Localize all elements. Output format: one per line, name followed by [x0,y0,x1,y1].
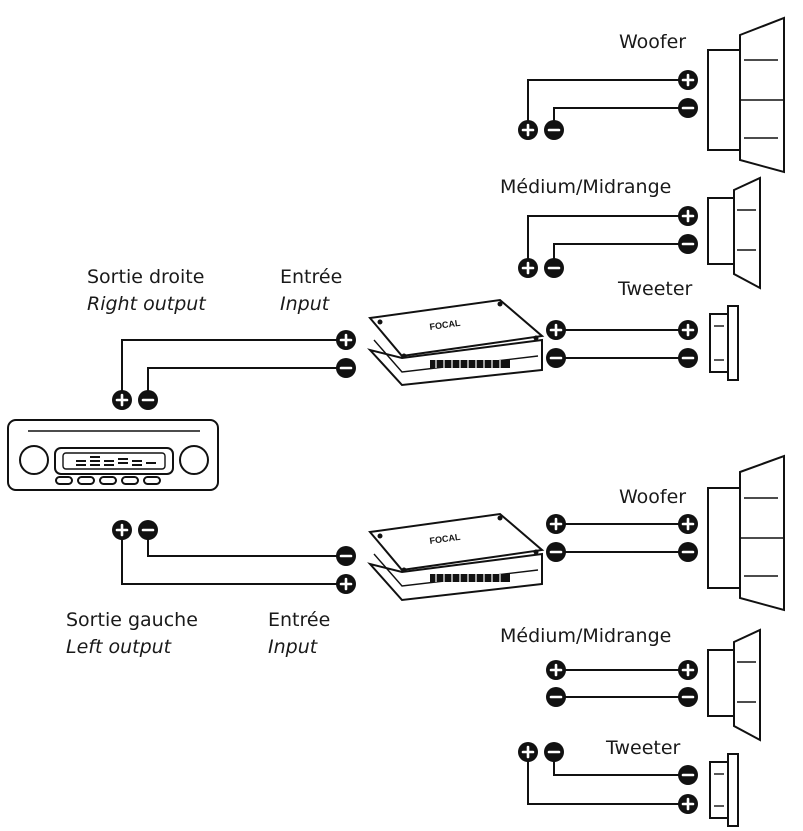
left-output-plus-terminal-icon [112,520,132,540]
sortie-gauche-label: Sortie gauche [66,609,198,631]
head-unit [7,419,219,491]
tweeter-bottom-label: Tweeter [606,737,681,759]
input-bottom-label: Input [268,636,318,658]
woofer-top-amp-minus-terminal-icon [544,120,564,140]
woofer-top-plus-terminal-icon [678,70,698,90]
woofer-top-label: Woofer [619,31,687,53]
mid-top-amp-minus-terminal-icon [544,258,564,278]
woofer-bot-minus-terminal-icon [678,542,698,562]
wire-mid-top-minus [553,243,688,268]
amplifier-bottom-logo: FOCAL [429,532,462,546]
midrange-top-label: Médium/Midrange [500,176,672,198]
amp-bottom-input-plus-terminal-icon [336,574,356,594]
amp-bottom-input-minus-terminal-icon [336,546,356,566]
tweeter-top-amp-minus-terminal-icon [546,348,566,368]
amplifier-top-logo: FOCAL [429,318,462,332]
mid-top-amp-plus-terminal-icon [518,258,538,278]
woofer-bottom-label: Woofer [619,486,687,508]
sortie-droite-label: Sortie droite [87,266,205,288]
woofer-top-amp-plus-terminal-icon [518,120,538,140]
left-output-label: Left output [66,636,172,658]
tweeter-bot-minus-terminal-icon [678,765,698,785]
wire-left-minus [147,530,346,557]
right-output-minus-terminal-icon [138,390,158,410]
midrange-bottom-label: Médium/Midrange [500,625,672,647]
wires-bottom [121,523,688,805]
left-output-minus-terminal-icon [138,520,158,540]
tweeter-top-plus-terminal-icon [678,320,698,340]
wire-left-plus [121,530,346,585]
amp-top-input-plus-terminal-icon [336,330,356,350]
mid-top-minus-terminal-icon [678,234,698,254]
midrange-bottom-speaker [707,628,761,742]
tweeter-bot-plus-terminal-icon [678,794,698,814]
wire-right-minus [147,367,346,400]
input-top-label: Input [280,293,330,315]
woofer-bottom-speaker [707,454,785,612]
head-unit-eq-bars [76,456,156,466]
amp-top-input-minus-terminal-icon [336,358,356,378]
wire-tweeter-bot-plus [527,752,688,805]
entree-bottom-label: Entrée [268,609,331,631]
tweeter-top-label: Tweeter [618,278,693,300]
right-output-label: Right output [87,293,206,315]
tweeter-bot-amp-plus-terminal-icon [518,742,538,762]
mid-top-plus-terminal-icon [678,206,698,226]
amplifier-top: FOCAL [367,298,545,387]
woofer-bot-amp-minus-terminal-icon [546,542,566,562]
wire-woofer-top-plus [527,79,688,130]
wire-mid-top-plus [527,215,688,268]
woofer-bot-amp-plus-terminal-icon [546,514,566,534]
tweeter-top-minus-terminal-icon [678,348,698,368]
head-unit-buttons [55,476,161,485]
amplifier-bottom: FOCAL [367,512,545,602]
woofer-top-speaker [707,16,785,174]
woofer-bot-plus-terminal-icon [678,514,698,534]
entree-top-label: Entrée [280,266,343,288]
tweeter-top-speaker [709,305,739,381]
tweeter-bottom-speaker [709,753,739,827]
right-output-plus-terminal-icon [112,390,132,410]
mid-bot-amp-plus-terminal-icon [546,660,566,680]
midrange-top-speaker [707,176,761,290]
wire-woofer-top-minus [553,107,688,130]
mid-bot-plus-terminal-icon [678,660,698,680]
terminals [112,70,698,814]
wire-right-plus [121,339,346,400]
mid-bot-minus-terminal-icon [678,687,698,707]
mid-bot-amp-minus-terminal-icon [546,687,566,707]
tweeter-top-amp-plus-terminal-icon [546,320,566,340]
woofer-top-minus-terminal-icon [678,98,698,118]
tweeter-bot-amp-minus-terminal-icon [544,742,564,762]
